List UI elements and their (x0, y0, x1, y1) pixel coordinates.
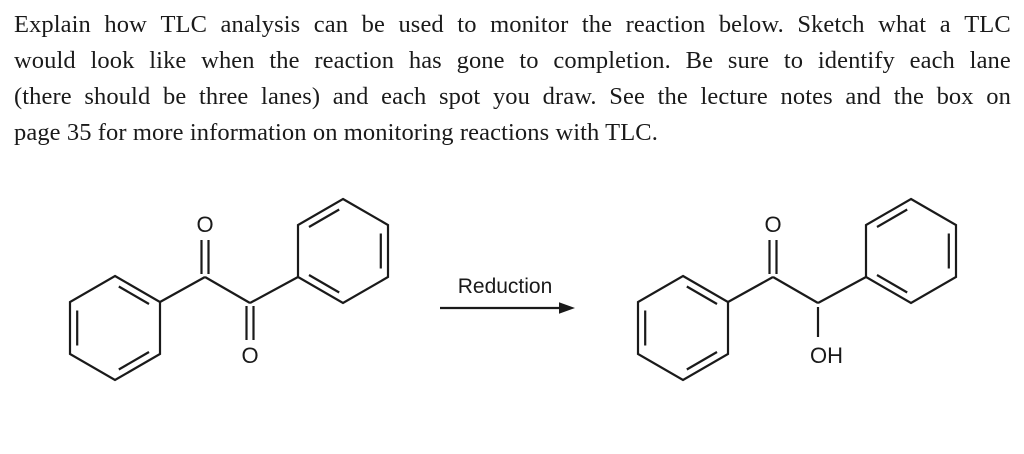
product-benzoin-structure (636, 197, 958, 382)
problem-text-line-4: page 35 for more information on monitori… (14, 119, 658, 146)
arrow-head-icon (559, 302, 575, 314)
reactant-benzil-structure (68, 197, 390, 382)
arrow-label: Reduction (458, 275, 553, 298)
reaction-arrow: Reduction (440, 275, 575, 314)
benzil-bottom-carbonyl-oxygen-label: O (241, 343, 258, 368)
benzil-top-carbonyl-oxygen-label: O (196, 212, 213, 237)
benzoin-hydroxyl-label: OH (810, 343, 843, 368)
benzoin-carbonyl-oxygen-label: O (764, 212, 781, 237)
